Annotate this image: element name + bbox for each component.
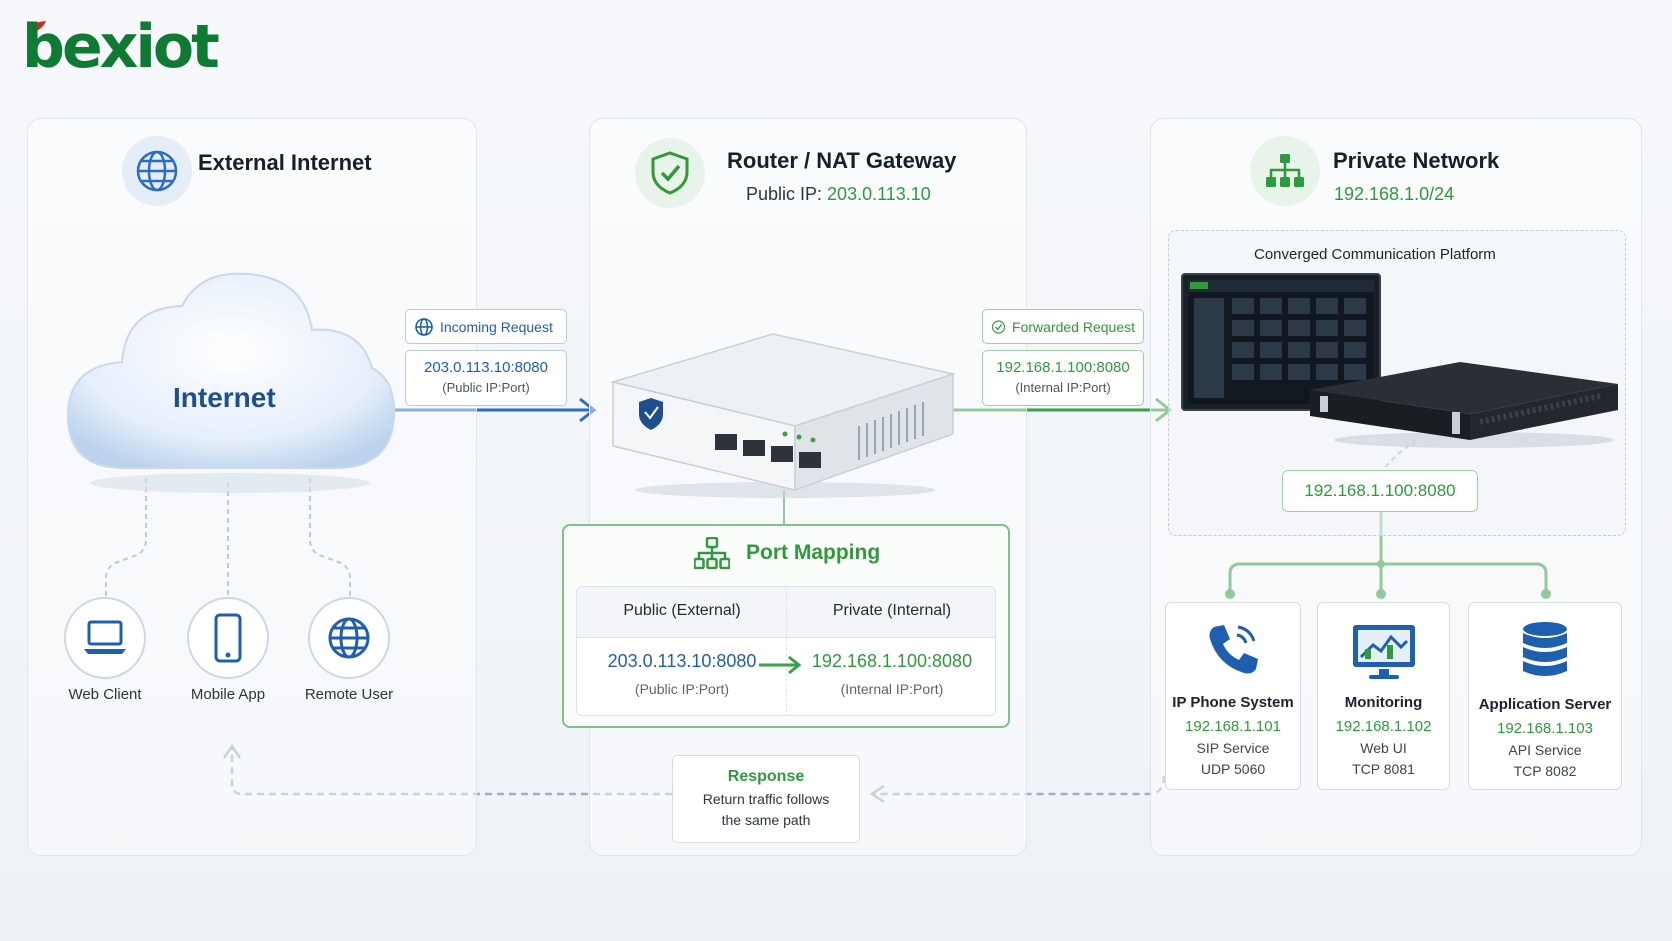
web-client-node[interactable]: [64, 597, 146, 679]
service-card-application-server[interactable]: Application Server 192.168.1.103 API Ser…: [1468, 602, 1622, 790]
port-mapping-table: Public (External) Private (Internal) 203…: [576, 586, 996, 716]
platform-device-icon: [1181, 273, 1618, 448]
globe-icon: [328, 617, 370, 659]
response-box: Response Return traffic follows the same…: [672, 755, 860, 843]
platform-title: Converged Communication Platform: [1254, 246, 1496, 263]
mapping-arrow-icon: [759, 655, 802, 675]
public-mapping-value: 203.0.113.10:8080: [607, 651, 757, 671]
forwarded-address: 192.168.1.100:8080: [996, 359, 1130, 376]
incoming-request-label: Incoming Request: [440, 318, 553, 335]
service-name: Application Server: [1478, 696, 1612, 713]
laptop-icon: [84, 620, 126, 654]
globe-header-icon: [122, 136, 192, 206]
database-icon: [1523, 622, 1567, 676]
service-card-ip-phone[interactable]: IP Phone System 192.168.1.101 SIP Servic…: [1165, 602, 1301, 790]
response-path-right: [872, 775, 1166, 796]
public-column-header: Public (External): [623, 602, 741, 619]
forwarded-address-note: (Internal IP:Port): [1015, 380, 1111, 395]
router-public-ip-line: Public IP: 203.0.113.10: [746, 184, 931, 205]
router-title: Router / NAT Gateway: [727, 148, 957, 173]
service-name: Monitoring: [1344, 694, 1423, 711]
response-arrowhead-left: [222, 743, 242, 759]
incoming-address: 203.0.113.10:8080: [423, 359, 548, 376]
port-mapping-title: Port Mapping: [746, 541, 881, 564]
platform-ip-pill: 192.168.1.100:8080: [1282, 470, 1478, 512]
monitor-chart-icon: [1352, 625, 1415, 679]
forwarded-request-label: Forwarded Request: [1012, 318, 1135, 335]
service-ip: 192.168.1.101: [1185, 718, 1281, 735]
internet-label: Internet: [173, 382, 276, 413]
remote-user-label: Remote User: [304, 686, 394, 703]
mobile-app-label: Mobile App: [190, 686, 266, 703]
mobile-app-node[interactable]: [187, 597, 269, 679]
mobile-icon: [214, 613, 242, 663]
incoming-arrowhead: [579, 397, 597, 423]
private-network-title: Private Network: [1333, 148, 1500, 173]
service-detail: SIP Service: [1196, 740, 1270, 756]
private-column-header: Private (Internal): [832, 602, 952, 619]
service-ip: 192.168.1.103: [1497, 720, 1593, 737]
phone-icon: [1209, 625, 1258, 674]
check-circle-icon: [991, 319, 1006, 334]
cloud-icon: [66, 272, 396, 493]
router-public-ip: 203.0.113.10: [827, 184, 931, 204]
service-port: UDP 5060: [1200, 761, 1266, 777]
bexiot-logo: bexiot: [22, 16, 222, 78]
logo-text: bexiot: [22, 12, 220, 82]
tree-branch: [1228, 562, 1548, 592]
private-mapping-value: 192.168.1.100:8080: [811, 651, 973, 671]
service-detail: API Service: [1508, 742, 1582, 758]
private-mapping-note: (Internal IP:Port): [840, 681, 944, 697]
client-link-remote: [309, 478, 351, 596]
response-text-line1: Return traffic follows: [702, 791, 830, 807]
service-detail: Web UI: [1360, 740, 1407, 756]
service-port: TCP 8081: [1352, 761, 1415, 777]
service-name: IP Phone System: [1172, 694, 1294, 711]
network-header-icon: [1250, 136, 1320, 206]
response-title: Response: [727, 768, 805, 785]
router-public-ip-label: Public IP:: [746, 184, 828, 204]
external-internet-title: External Internet: [198, 150, 372, 175]
response-text-line2: the same path: [721, 812, 811, 828]
public-mapping-note: (Public IP:Port): [634, 681, 730, 697]
response-arrowhead-right: [869, 784, 885, 804]
incoming-request-tag: Incoming Request: [405, 309, 567, 344]
service-port: TCP 8082: [1513, 763, 1577, 779]
service-ip: 192.168.1.102: [1335, 718, 1432, 735]
logo-leaf-icon: [29, 21, 46, 33]
remote-user-node[interactable]: [308, 597, 390, 679]
web-client-label: Web Client: [68, 686, 142, 703]
incoming-address-box: 203.0.113.10:8080 (Public IP:Port): [405, 350, 567, 406]
service-card-monitoring[interactable]: Monitoring 192.168.1.102 Web UI TCP 8081: [1317, 602, 1450, 790]
response-path-left: [230, 748, 672, 796]
client-link-web: [105, 478, 147, 596]
incoming-address-note: (Public IP:Port): [442, 380, 530, 395]
router-device-icon: [610, 333, 955, 498]
network-tree-icon: [694, 537, 730, 569]
globe-small-icon: [415, 317, 433, 336]
forwarded-address-box: 192.168.1.100:8080 (Internal IP:Port): [982, 350, 1144, 406]
forwarded-request-tag: Forwarded Request: [982, 309, 1144, 344]
private-subnet: 192.168.1.0/24: [1334, 184, 1455, 204]
shield-header-icon: [635, 138, 705, 208]
